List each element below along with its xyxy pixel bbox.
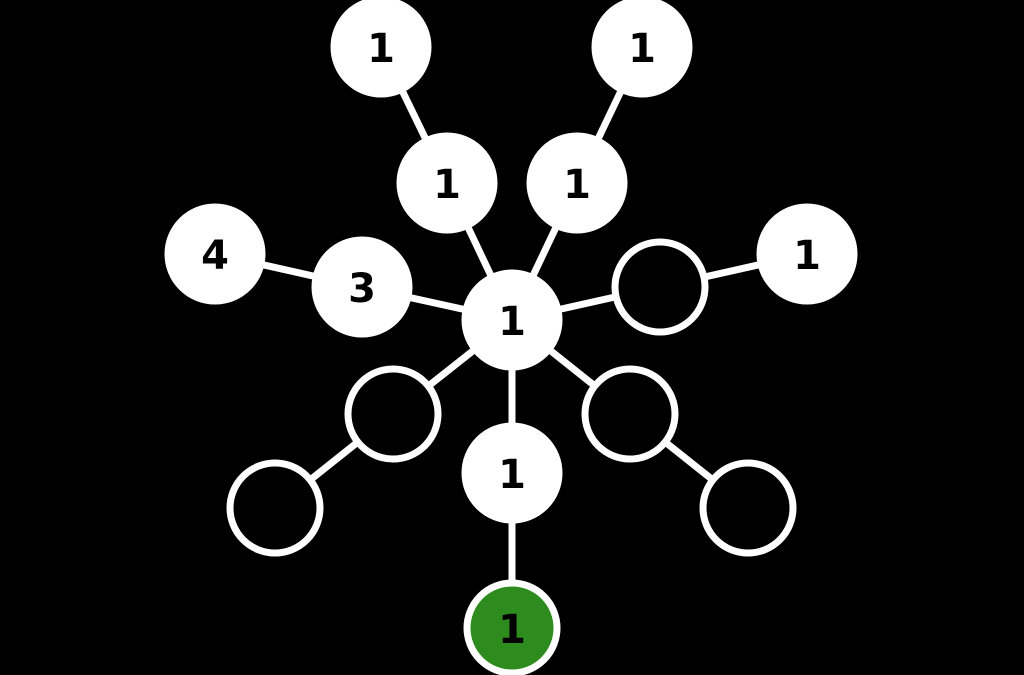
node-label-bottom-outer: 1 — [498, 607, 526, 653]
node-label-hub: 1 — [498, 299, 526, 345]
node-circle-upper-right-outer[interactable] — [591, 0, 693, 98]
node-left-outer[interactable]: 4 — [164, 203, 266, 305]
node-circle-right-inner[interactable] — [611, 238, 709, 336]
node-label-bottom-inner: 1 — [498, 452, 526, 498]
node-circle-left-inner[interactable] — [311, 236, 413, 338]
node-label-upper-right-outer: 1 — [628, 26, 656, 72]
node-hub[interactable]: 1 — [461, 269, 563, 371]
node-circle-bottom-inner[interactable] — [461, 422, 563, 524]
node-right-inner[interactable] — [611, 238, 709, 336]
node-lower-left-inner[interactable] — [344, 365, 442, 463]
node-circle-left-outer[interactable] — [164, 203, 266, 305]
node-circle-lower-right-inner[interactable] — [581, 365, 679, 463]
node-circle-lower-left-outer[interactable] — [226, 459, 324, 557]
node-lower-right-outer[interactable] — [699, 459, 797, 557]
node-label-right-outer: 1 — [793, 233, 821, 279]
node-lower-right-inner[interactable] — [581, 365, 679, 463]
node-circle-lower-right-outer[interactable] — [699, 459, 797, 557]
node-label-upper-right-inner: 1 — [563, 162, 591, 208]
node-left-inner[interactable]: 3 — [311, 236, 413, 338]
node-circle-bottom-outer[interactable] — [463, 579, 561, 675]
node-upper-right-outer[interactable]: 1 — [591, 0, 693, 98]
node-label-left-inner: 3 — [348, 266, 376, 312]
node-circle-upper-right-inner[interactable] — [526, 132, 628, 234]
node-circle-right-outer[interactable] — [756, 203, 858, 305]
node-circle-upper-left-inner[interactable] — [396, 132, 498, 234]
nodes-layer: 1 1 1 1 1 3 4 1 1 1 — [164, 0, 858, 675]
node-bottom-outer[interactable]: 1 — [463, 579, 561, 675]
node-right-outer[interactable]: 1 — [756, 203, 858, 305]
node-upper-left-inner[interactable]: 1 — [396, 132, 498, 234]
node-label-upper-left-outer: 1 — [367, 26, 395, 72]
node-bottom-inner[interactable]: 1 — [461, 422, 563, 524]
node-label-left-outer: 4 — [201, 233, 229, 279]
node-circle-upper-left-outer[interactable] — [330, 0, 432, 98]
node-circle-lower-left-inner[interactable] — [344, 365, 442, 463]
node-circle-hub[interactable] — [461, 269, 563, 371]
node-upper-left-outer[interactable]: 1 — [330, 0, 432, 98]
node-label-upper-left-inner: 1 — [433, 162, 461, 208]
node-upper-right-inner[interactable]: 1 — [526, 132, 628, 234]
node-lower-left-outer[interactable] — [226, 459, 324, 557]
